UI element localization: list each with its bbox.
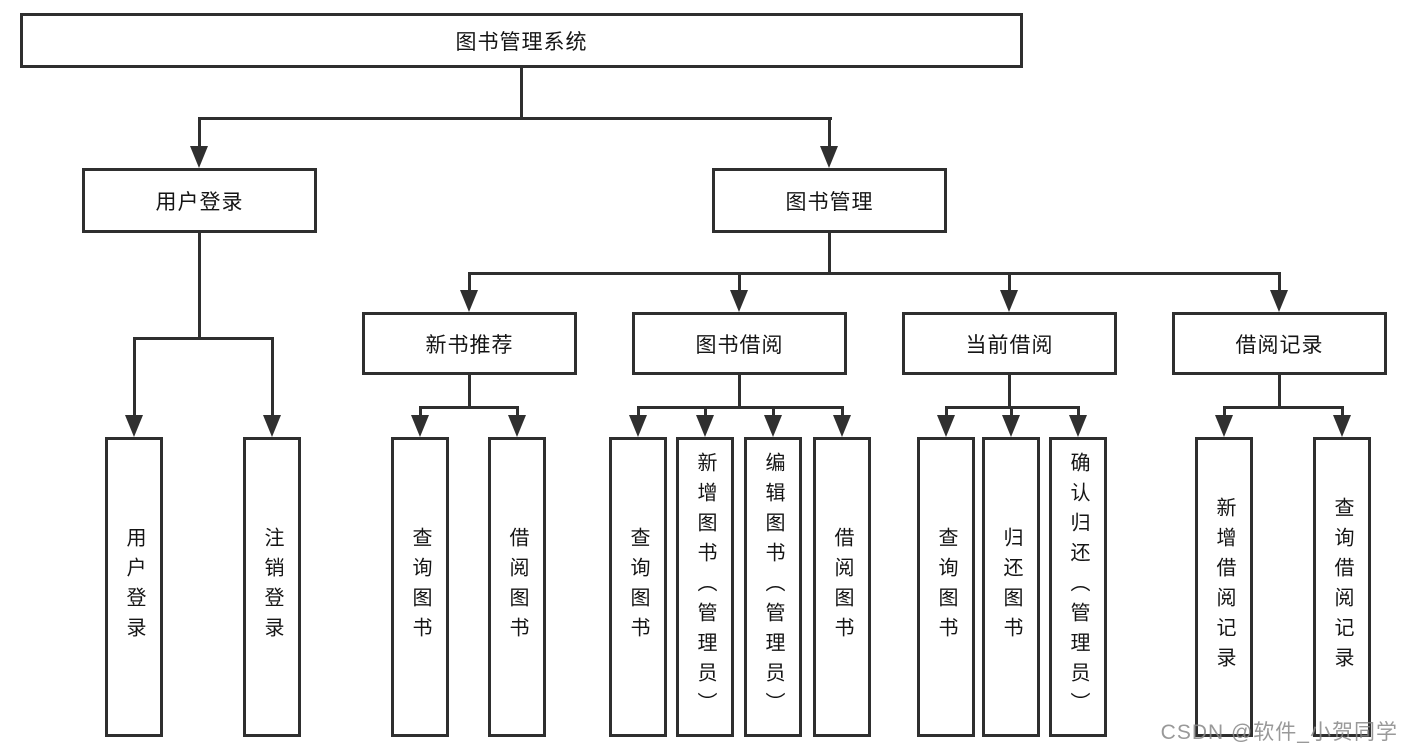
- arrow-down-icon: [263, 415, 281, 437]
- leaf-label: 查询图书: [935, 527, 957, 647]
- leaf-label: 新增图书（管理员）: [694, 452, 716, 722]
- arrow-down-icon: [696, 415, 714, 437]
- node-library-system-root: 图书管理系统: [20, 13, 1023, 68]
- connector-line: [945, 406, 948, 418]
- connector-line: [468, 272, 1281, 275]
- connector-line: [1010, 406, 1013, 418]
- node-label: 用户登录: [155, 190, 244, 214]
- arrow-down-icon: [820, 146, 838, 168]
- connector-line: [468, 375, 471, 409]
- connector-line: [1008, 272, 1011, 292]
- leaf-add-borrow-record: 新增借阅记录: [1195, 437, 1253, 737]
- leaf-label: 借阅图书: [506, 527, 528, 647]
- node-label: 图书管理: [785, 190, 874, 214]
- arrow-down-icon: [460, 290, 478, 312]
- leaf-label: 借阅图书: [831, 527, 853, 647]
- leaf-label: 用户登录: [123, 527, 145, 647]
- leaf-label: 确认归还（管理员）: [1067, 452, 1089, 722]
- arrow-down-icon: [1002, 415, 1020, 437]
- arrow-down-icon: [937, 415, 955, 437]
- node-label: 当前借阅: [965, 333, 1054, 357]
- connector-line: [738, 272, 741, 292]
- connector-line: [1008, 375, 1011, 409]
- connector-line: [1223, 406, 1344, 409]
- leaf-label: 注销登录: [261, 527, 283, 647]
- connector-line: [198, 117, 832, 120]
- arrow-down-icon: [1000, 290, 1018, 312]
- node-label: 新书推荐: [425, 333, 514, 357]
- leaf-label: 新增借阅记录: [1213, 497, 1235, 677]
- leaf-user-login: 用户登录: [105, 437, 163, 737]
- arrow-down-icon: [764, 415, 782, 437]
- connector-line: [133, 337, 136, 417]
- arrow-down-icon: [1333, 415, 1351, 437]
- connector-line: [419, 406, 519, 409]
- connector-line: [637, 406, 640, 418]
- arrow-down-icon: [411, 415, 429, 437]
- connector-line: [520, 68, 523, 120]
- connector-line: [419, 406, 422, 418]
- arrow-down-icon: [1270, 290, 1288, 312]
- node-book-borrowing: 图书借阅: [632, 312, 847, 375]
- node-label: 借阅记录: [1235, 333, 1324, 357]
- connector-line: [271, 337, 274, 417]
- leaf-edit-book-admin: 编辑图书（管理员）: [744, 437, 802, 737]
- connector-line: [828, 117, 831, 150]
- node-new-book-recommendation: 新书推荐: [362, 312, 577, 375]
- connector-line: [516, 406, 519, 418]
- arrow-down-icon: [730, 290, 748, 312]
- leaf-confirm-return-admin: 确认归还（管理员）: [1049, 437, 1107, 737]
- connector-line: [1223, 406, 1226, 418]
- connector-line: [828, 233, 831, 275]
- leaf-label: 查询图书: [627, 527, 649, 647]
- leaf-logout: 注销登录: [243, 437, 301, 737]
- leaf-label: 查询图书: [409, 527, 431, 647]
- connector-line: [1077, 406, 1080, 418]
- leaf-label: 编辑图书（管理员）: [762, 452, 784, 722]
- arrow-down-icon: [629, 415, 647, 437]
- connector-line: [133, 337, 274, 340]
- leaf-return-books: 归还图书: [982, 437, 1040, 737]
- connector-line: [468, 272, 471, 292]
- leaf-borrow-books-borrowing: 借阅图书: [813, 437, 871, 737]
- connector-line: [704, 406, 707, 418]
- node-user-login: 用户登录: [82, 168, 317, 233]
- connector-line: [772, 406, 775, 418]
- arrow-down-icon: [1215, 415, 1233, 437]
- connector-line: [198, 117, 201, 150]
- leaf-query-books-borrowing: 查询图书: [609, 437, 667, 737]
- node-label: 图书管理系统: [455, 30, 588, 54]
- leaf-label: 归还图书: [1000, 527, 1022, 647]
- node-borrowing-records: 借阅记录: [1172, 312, 1387, 375]
- arrow-down-icon: [833, 415, 851, 437]
- arrow-down-icon: [1069, 415, 1087, 437]
- leaf-add-book-admin: 新增图书（管理员）: [676, 437, 734, 737]
- node-label: 图书借阅: [695, 333, 784, 357]
- leaf-query-borrow-record: 查询借阅记录: [1313, 437, 1371, 737]
- connector-line: [198, 233, 201, 340]
- connector-line: [738, 375, 741, 409]
- csdn-watermark: CSDN @软件_小贺同学: [1160, 721, 1398, 744]
- arrow-down-icon: [190, 146, 208, 168]
- leaf-borrow-books-recommend: 借阅图书: [488, 437, 546, 737]
- arrow-down-icon: [508, 415, 526, 437]
- connector-line: [1278, 375, 1281, 409]
- node-current-borrowing: 当前借阅: [902, 312, 1117, 375]
- connector-line: [637, 406, 844, 409]
- leaf-label: 查询借阅记录: [1331, 497, 1353, 677]
- leaf-query-books-recommend: 查询图书: [391, 437, 449, 737]
- leaf-query-books-current: 查询图书: [917, 437, 975, 737]
- arrow-down-icon: [125, 415, 143, 437]
- connector-line: [1341, 406, 1344, 418]
- connector-line: [1278, 272, 1281, 292]
- connector-line: [841, 406, 844, 418]
- node-book-management: 图书管理: [712, 168, 947, 233]
